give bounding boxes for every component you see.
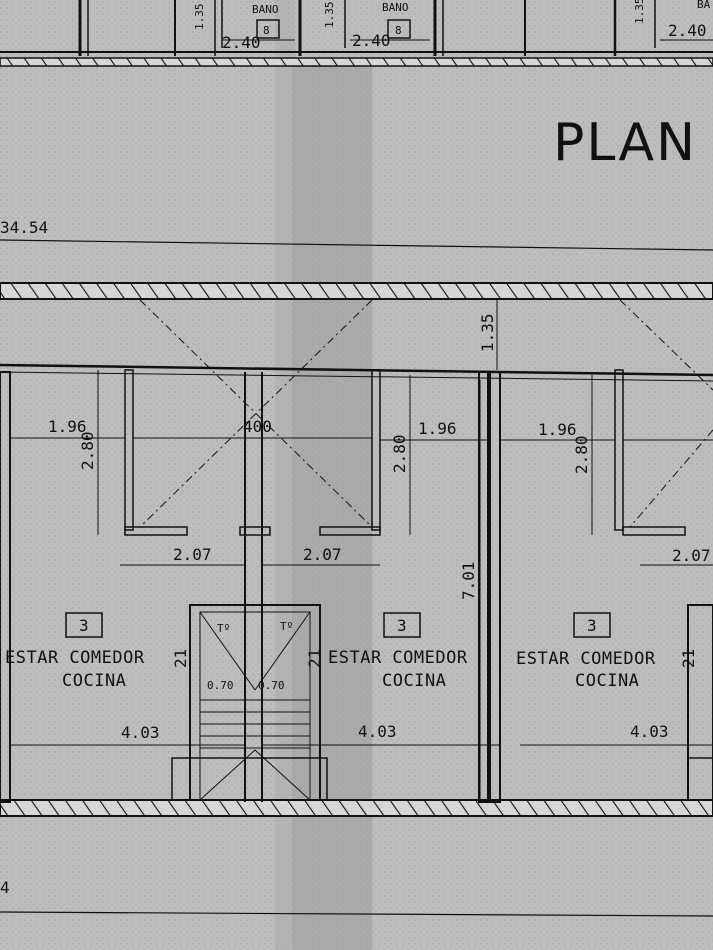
bathroom-number-2: 8 [395,24,402,37]
stair-height-3: 21 [679,649,698,668]
bathroom-label-3: BA [697,0,711,11]
patio-depth: 1.35 [478,313,497,352]
unit-2-width: 4.03 [358,722,397,741]
unit-2-number: 3 [397,616,407,635]
bathroom-depth-1: 1.35 [193,4,206,31]
unit-2-room-name-2: COCINA [382,671,446,691]
unit-2-wall-width: 1.96 [418,419,457,438]
bathroom-strip [0,0,713,67]
bathroom-width-3: 2.40 [668,21,707,40]
bathroom-number-1: 8 [263,24,270,37]
bathroom-label-2: BANO [382,1,409,14]
unit-1-number: 3 [79,616,89,635]
bathroom-depth-2: 1.35 [323,2,336,29]
floor-walls [0,282,713,817]
unit-2-wall-depth: 2.80 [390,434,409,473]
bathroom-width-2: 2.40 [352,31,391,50]
plan-title: PLAN [553,113,697,173]
unit-1-opening: 2.07 [173,545,212,564]
stair-width: 400 [243,417,272,436]
level-mark-top: 34.54 [0,218,48,237]
stair-run-1: 0.70 [207,679,234,692]
unit-1-width: 4.03 [121,723,160,742]
unit-3-room-name-2: COCINA [575,671,639,691]
stair-run-2: 0.70 [258,679,285,692]
unit-3-wall-depth: 2.80 [572,435,591,474]
level-mark-bottom: 4 [0,878,10,897]
unit-1-room-name-2: COCINA [62,671,126,691]
stair-mark-1: Tº [217,622,230,635]
unit-3-width: 4.03 [630,722,669,741]
unit-3-number: 3 [587,616,597,635]
bathroom-width-1: 2.40 [222,33,261,52]
unit-1-room-name: ESTAR COMEDOR [5,648,145,668]
stair-height-2: 21 [305,649,324,668]
unit-3-room-name: ESTAR COMEDOR [516,649,656,669]
unit-3-wall-width: 1.96 [538,420,577,439]
bathroom-label-1: BANO [252,3,279,16]
stair-height-1: 21 [171,649,190,668]
unit-1-wall-width: 1.96 [48,417,87,436]
unit-depth: 7.01 [459,561,478,600]
unit-2-room-name: ESTAR COMEDOR [328,648,468,668]
stair-mark-2: Tº [280,620,293,633]
unit-2-opening: 2.07 [303,545,342,564]
unit-1-wall-depth: 2.80 [78,431,97,470]
bathroom-depth-3: 1.35 [633,0,646,24]
unit-3-opening: 2.07 [672,546,711,565]
